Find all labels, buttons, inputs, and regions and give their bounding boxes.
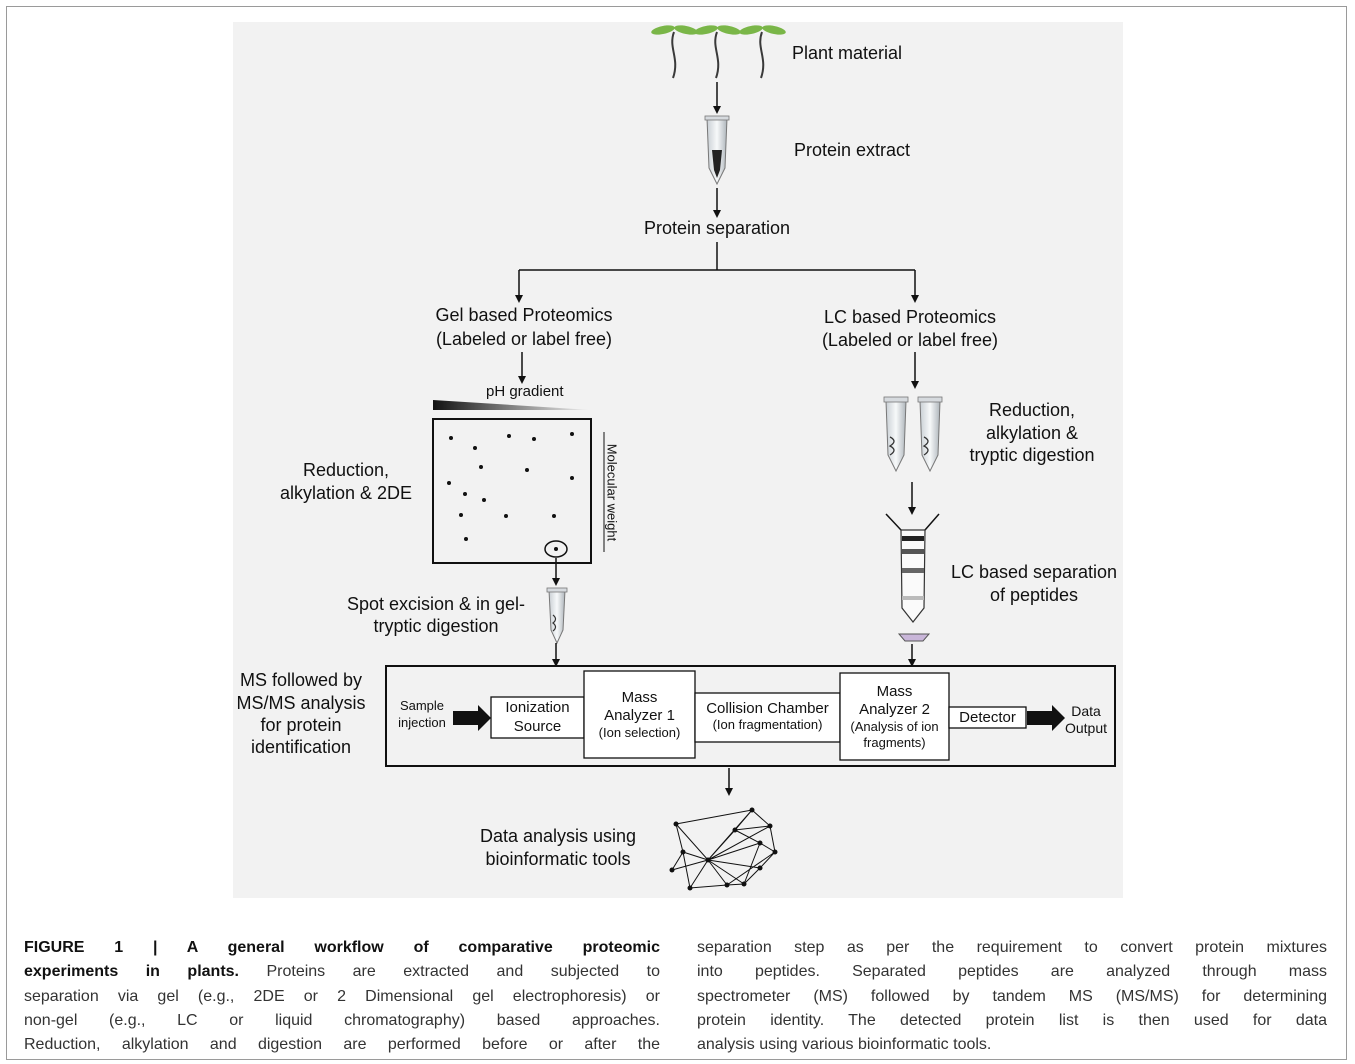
ms-label-line3: for protein [260, 715, 342, 735]
collision-line2: (Ion fragmentation) [712, 717, 823, 732]
network-nodes [669, 807, 778, 891]
ionization-box [490, 696, 585, 739]
detector-box [948, 706, 1027, 729]
gel-box [432, 418, 592, 564]
lc-separation-line1: LC based separation [950, 562, 1118, 582]
caption-line2-rest: Proteins are extracted and subjected to [239, 963, 660, 981]
data-output-line1: Data [1071, 703, 1101, 719]
caption-line5: Reduction, alkylation and digestion are … [24, 1036, 660, 1054]
mass2-line4: fragments) [863, 735, 926, 750]
molecular-weight-label: Molecular weight [604, 443, 620, 542]
mass-analyzer-2-box [839, 672, 950, 761]
figure-caption-left: FIGURE 1 | A general workflow of compara… [24, 936, 660, 1057]
lc-separation-line2: of peptides [989, 585, 1079, 605]
injection-arrow [453, 705, 491, 731]
caption-right-line1: separation step as per the requirement t… [697, 939, 1327, 956]
leaf-shapes [651, 25, 786, 35]
mass2-line2: Analyzer 2 [859, 701, 930, 718]
caption-right-line3: spectrometer (MS) followed by tandem MS … [697, 987, 1327, 1005]
caption-right-line4: protein identity. The detected protein l… [697, 1011, 1327, 1029]
caption-line4: non-gel (e.g., LC or liquid chromatograp… [24, 1011, 660, 1029]
gel-proteomics-subtitle: (Labeled or label free) [435, 329, 613, 349]
gel-reduction-line2: alkylation & 2DE [279, 483, 413, 503]
caption-line3: separation via gel (e.g., 2DE or 2 Dimen… [24, 987, 660, 1005]
mass2-line3: (Analysis of ion [850, 719, 939, 734]
figure-frame [6, 6, 1347, 1060]
caption-right-line5: analysis using various bioinformatic too… [697, 1036, 992, 1054]
lc-reduction-line2: alkylation & [985, 423, 1079, 443]
gel-reduction-line1: Reduction, [302, 460, 390, 480]
ionization-line1: Ionization [505, 699, 570, 716]
spot-excision-line1: Spot excision & in gel- [346, 594, 526, 614]
lc-proteomics-subtitle: (Labeled or label free) [821, 330, 999, 350]
detector-label: Detector [959, 709, 1016, 726]
excised-spot-circle [544, 540, 568, 558]
protein-extract-label: Protein extract [794, 140, 911, 160]
mass1-line2: Analyzer 1 [604, 707, 675, 724]
collision-line1: Collision Chamber [706, 700, 829, 717]
network-icon [671, 809, 776, 889]
ms-label-line1: MS followed by [239, 670, 363, 690]
spot-excision-line2: tryptic digestion [373, 616, 499, 636]
ph-gradient-label: pH gradient [486, 383, 564, 400]
output-arrow [1027, 705, 1065, 731]
gel-proteomics-title: Gel based Proteomics [435, 305, 613, 325]
data-analysis-line2: bioinformatic tools [485, 849, 631, 869]
mass2-line1: Mass [876, 683, 913, 700]
sample-injection-line1: Sample [399, 698, 445, 713]
caption-line2: experiments in plants. Proteins are extr… [24, 960, 660, 984]
tube-icon [704, 115, 730, 186]
lc-proteomics-title: LC based Proteomics [823, 307, 997, 327]
ms-label-line2: MS/MS analysis [236, 693, 366, 713]
plant-icon [671, 31, 765, 79]
protein-separation-label: Protein separation [643, 218, 791, 238]
lc-column-icon [885, 513, 940, 642]
mass1-line1: Mass [621, 689, 658, 706]
mass-analyzer-1-box [583, 670, 696, 759]
data-analysis-line1: Data analysis using [479, 826, 637, 846]
sample-injection-line2: injection [398, 715, 446, 730]
ionization-line2: Source [513, 718, 562, 735]
plant-material-label: Plant material [792, 43, 903, 63]
gel-spots [447, 432, 574, 551]
mass1-line3: (Ion selection) [598, 725, 681, 740]
figure-caption-right: separation step as per the requirement t… [697, 936, 1327, 1057]
ph-gradient-bar [433, 400, 591, 410]
lc-tubes-icon [883, 396, 943, 473]
lc-reduction-line3: tryptic digestion [969, 445, 1095, 465]
caption-title-line2: experiments in plants. [24, 963, 239, 981]
data-output-line2: Output [1064, 720, 1108, 736]
lc-reduction-line1: Reduction, [988, 400, 1076, 420]
ms-label-line4: identification [250, 737, 352, 757]
caption-title-line1: FIGURE 1 | A general workflow of compara… [24, 939, 660, 956]
collision-box [694, 692, 841, 743]
caption-right-line2: into peptides. Separated peptides are an… [697, 963, 1327, 981]
gel-digest-tube-icon [546, 587, 568, 645]
